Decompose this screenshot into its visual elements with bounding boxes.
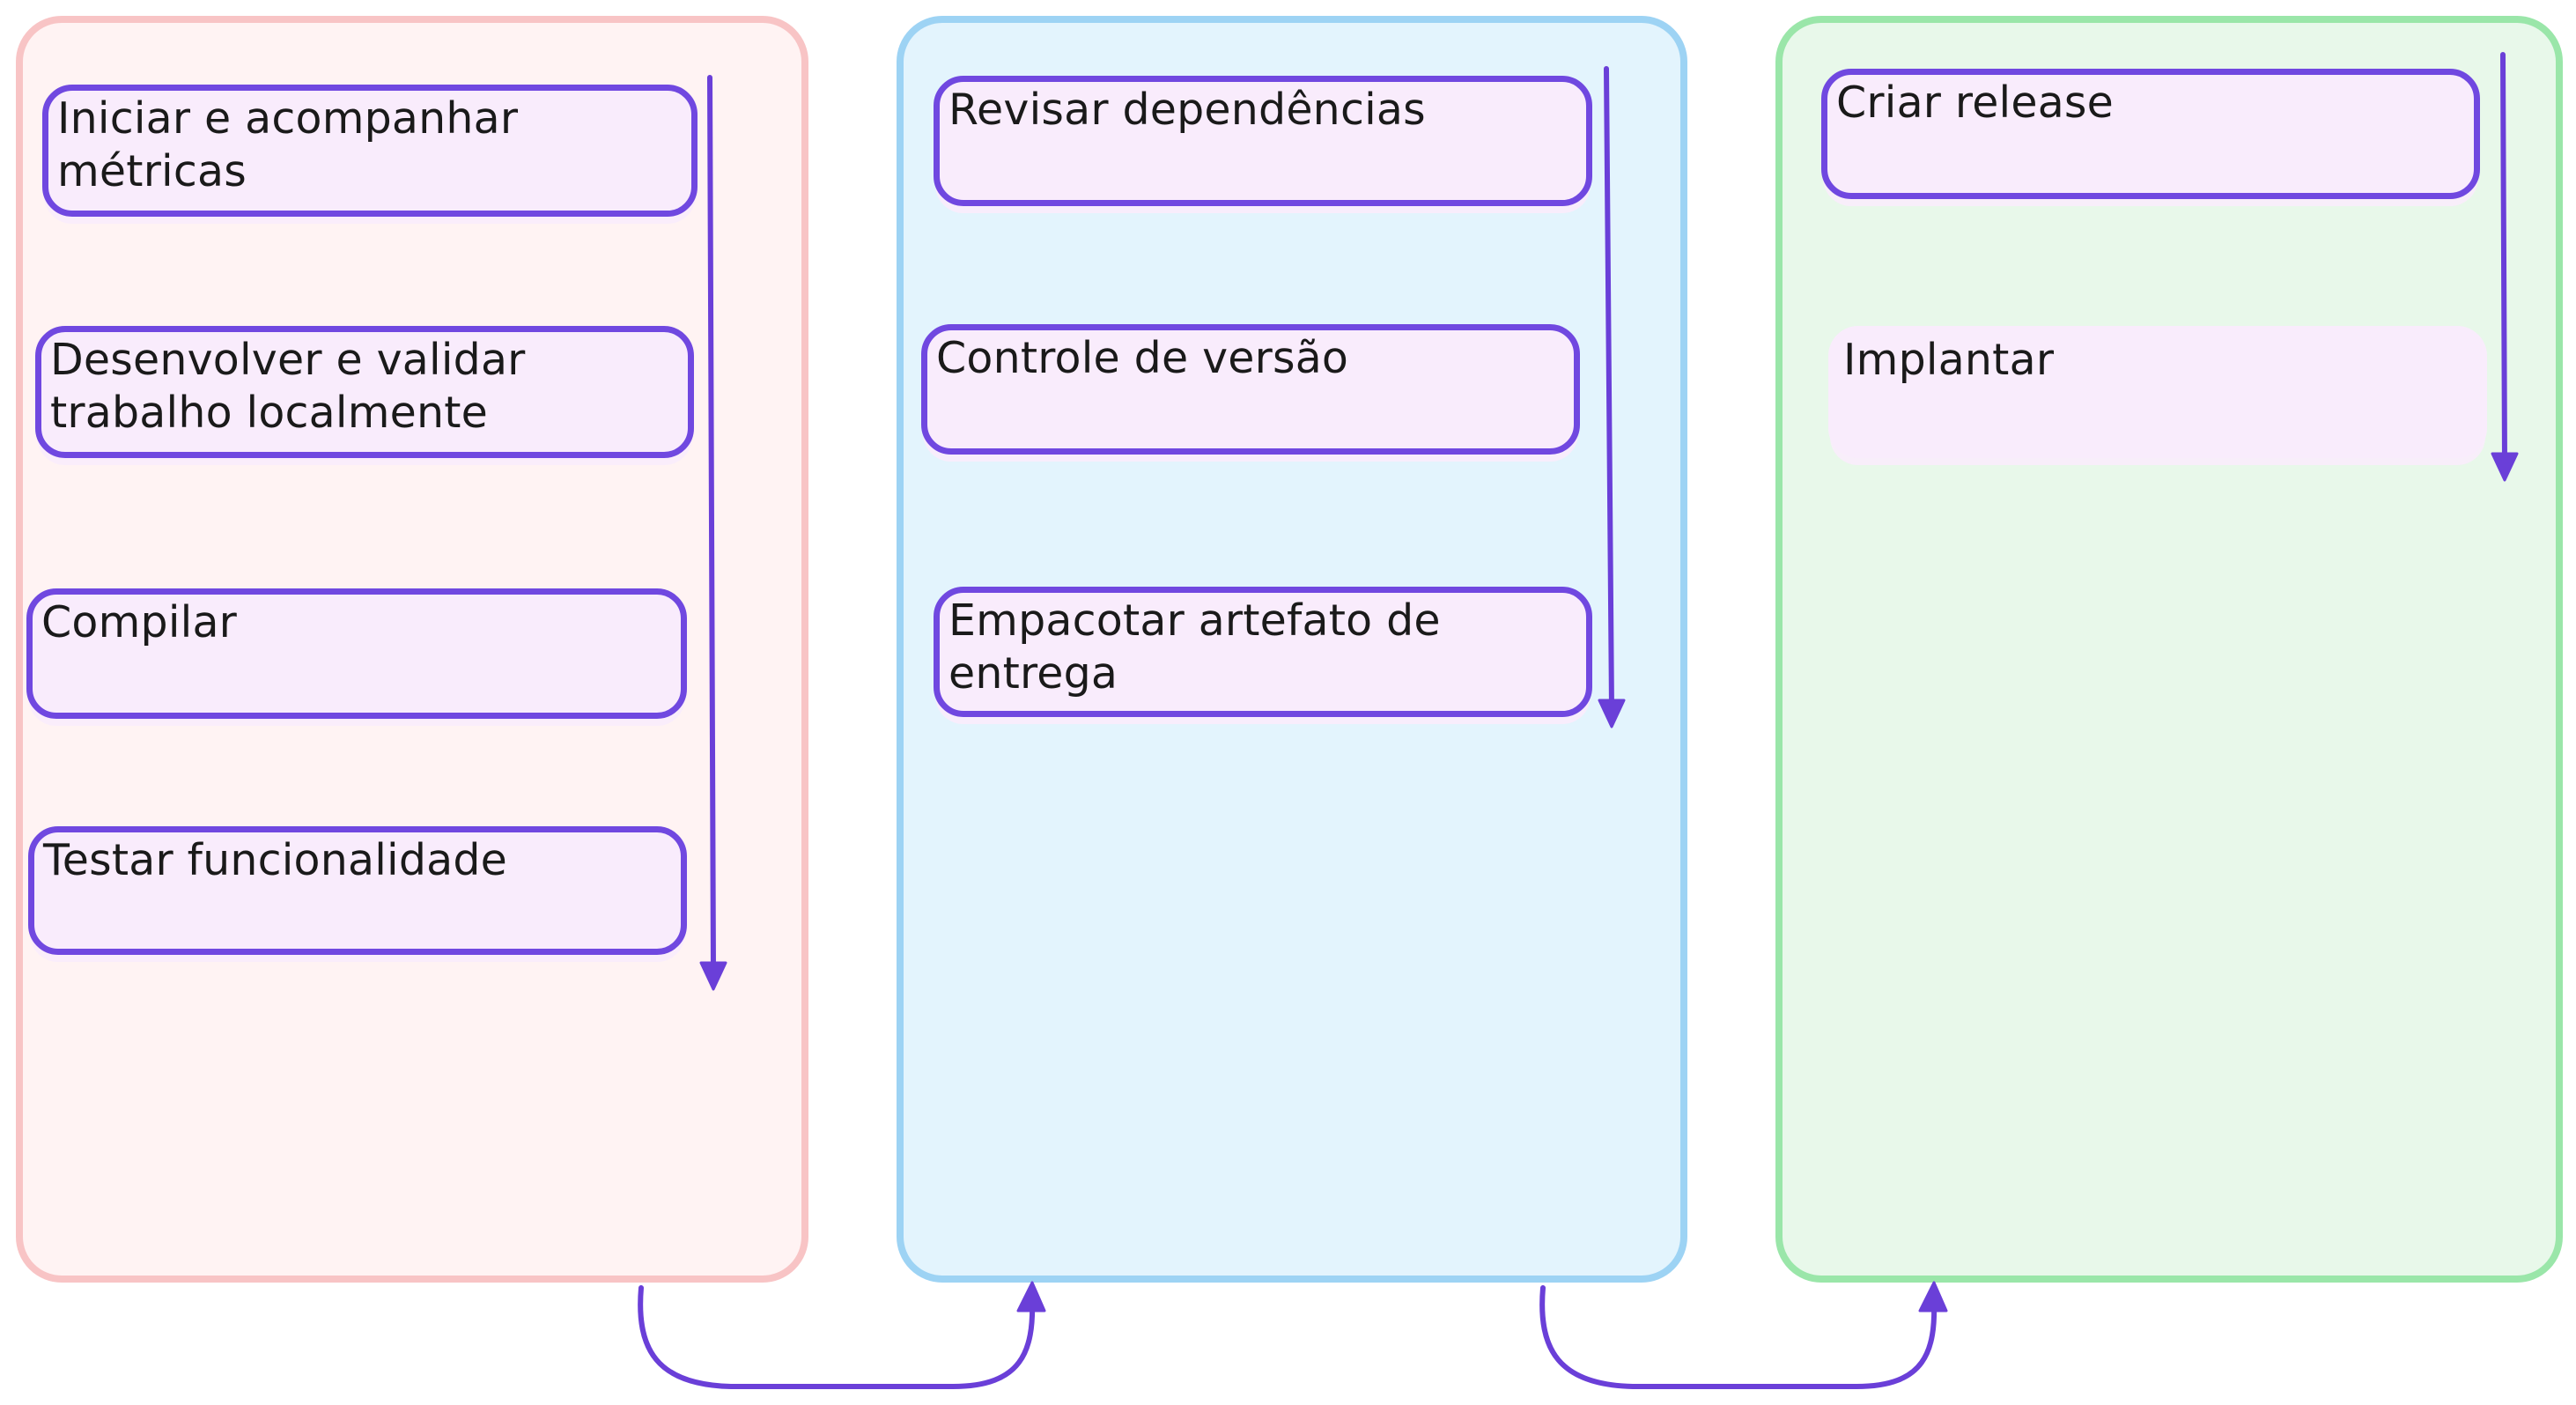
step-label: Controle de versão bbox=[936, 333, 1349, 383]
step-revisar-dependencias[interactable]: Revisar dependências bbox=[934, 76, 1592, 206]
step-iniciar-metricas[interactable]: Iniciar e acompanhar métricas bbox=[42, 85, 698, 217]
step-testar-funcionalidade[interactable]: Testar funcionalidade bbox=[28, 826, 687, 955]
step-label: Empacotar artefato de entrega bbox=[948, 595, 1441, 699]
step-label: Criar release bbox=[1836, 78, 2114, 128]
step-label: Compilar bbox=[41, 597, 238, 647]
step-compilar[interactable]: Compilar bbox=[26, 588, 687, 719]
step-implantar[interactable]: Implantar bbox=[1828, 326, 2487, 458]
step-label: Revisar dependências bbox=[948, 85, 1426, 135]
arrowhead-icon bbox=[1016, 1281, 1046, 1313]
step-desenvolver-validar[interactable]: Desenvolver e validar trabalho localment… bbox=[35, 326, 694, 458]
stage-build-to-package-connector bbox=[638, 1285, 1036, 1389]
step-empacotar-artefato[interactable]: Empacotar artefato de entrega bbox=[934, 587, 1592, 717]
step-controle-versao[interactable]: Controle de versão bbox=[921, 324, 1580, 455]
arrowhead-icon bbox=[1918, 1281, 1948, 1313]
step-label: Implantar bbox=[1843, 335, 2055, 385]
stage-release bbox=[1775, 16, 2563, 1283]
step-label: Desenvolver e validar trabalho localment… bbox=[50, 335, 526, 438]
step-label: Testar funcionalidade bbox=[43, 835, 508, 885]
step-criar-release[interactable]: Criar release bbox=[1821, 69, 2480, 199]
step-label: Iniciar e acompanhar métricas bbox=[57, 93, 519, 196]
stage-package-to-release-connector bbox=[1539, 1285, 1938, 1389]
